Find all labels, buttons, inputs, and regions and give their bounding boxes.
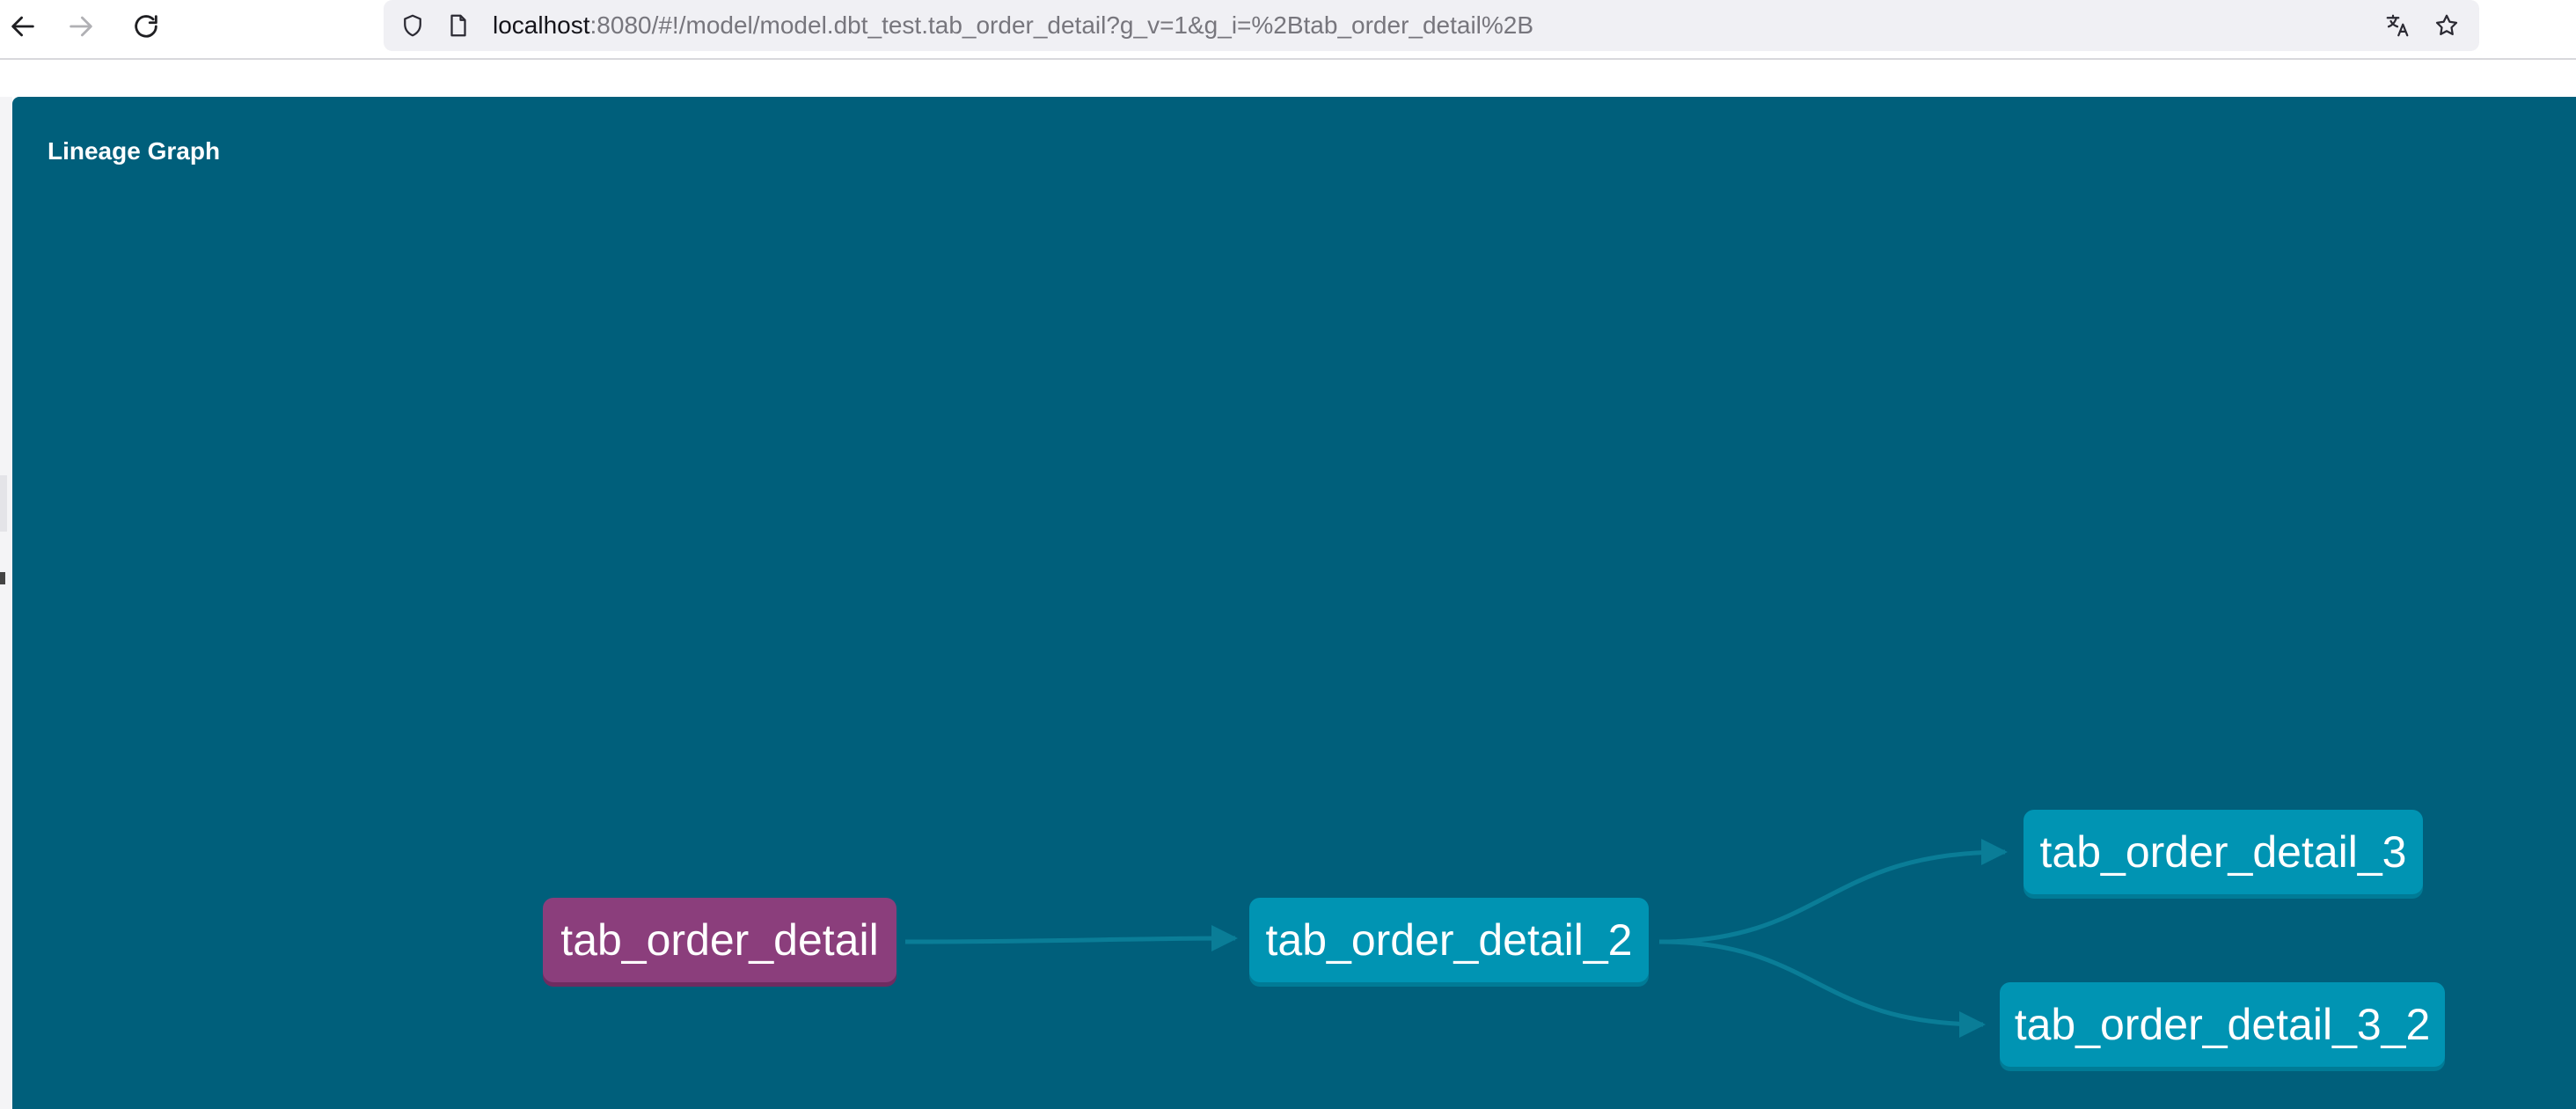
node-label: tab_order_detail_2 xyxy=(1265,915,1633,965)
translate-icon[interactable] xyxy=(2381,9,2414,42)
reload-icon[interactable] xyxy=(123,4,169,49)
node-label: tab_order_detail_3_2 xyxy=(2014,1000,2431,1049)
lineage-graph-panel[interactable]: Lineage Graph tab_order_detail tab_order… xyxy=(12,97,2576,1109)
url-host: localhost xyxy=(493,11,590,39)
star-icon[interactable] xyxy=(2430,9,2463,42)
sidebar-edge-control[interactable] xyxy=(0,475,7,532)
shield-icon[interactable] xyxy=(396,9,429,42)
edge-n1-n2 xyxy=(904,925,1238,952)
node-label: tab_order_detail xyxy=(560,915,879,965)
panel-title: Lineage Graph xyxy=(48,137,221,165)
graph-node[interactable]: tab_order_detail_3 xyxy=(2023,810,2423,894)
url-path: :8080/#!/model/model.dbt_test.tab_order_… xyxy=(589,11,1534,39)
node-label: tab_order_detail_3 xyxy=(2039,827,2407,877)
back-arrow-icon[interactable] xyxy=(0,4,46,49)
sidebar-edge xyxy=(0,97,12,1109)
address-bar[interactable]: localhost:8080/#!/model/model.dbt_test.t… xyxy=(384,0,2479,51)
page-background xyxy=(0,60,2576,97)
page-icon[interactable] xyxy=(442,9,475,42)
graph-node-selected[interactable]: tab_order_detail xyxy=(543,898,896,982)
graph-edges xyxy=(904,839,2008,1038)
graph-node[interactable]: tab_order_detail_3_2 xyxy=(2000,982,2445,1067)
forward-arrow-icon[interactable] xyxy=(58,4,104,49)
sidebar-edge-glyph xyxy=(0,572,5,584)
browser-toolbar: localhost:8080/#!/model/model.dbt_test.t… xyxy=(0,0,2576,60)
edge-n2-n4 xyxy=(1658,939,1986,1038)
url-text[interactable]: localhost:8080/#!/model/model.dbt_test.t… xyxy=(493,8,1533,43)
edge-n2-n3 xyxy=(1658,839,2008,944)
graph-node[interactable]: tab_order_detail_2 xyxy=(1249,898,1649,982)
